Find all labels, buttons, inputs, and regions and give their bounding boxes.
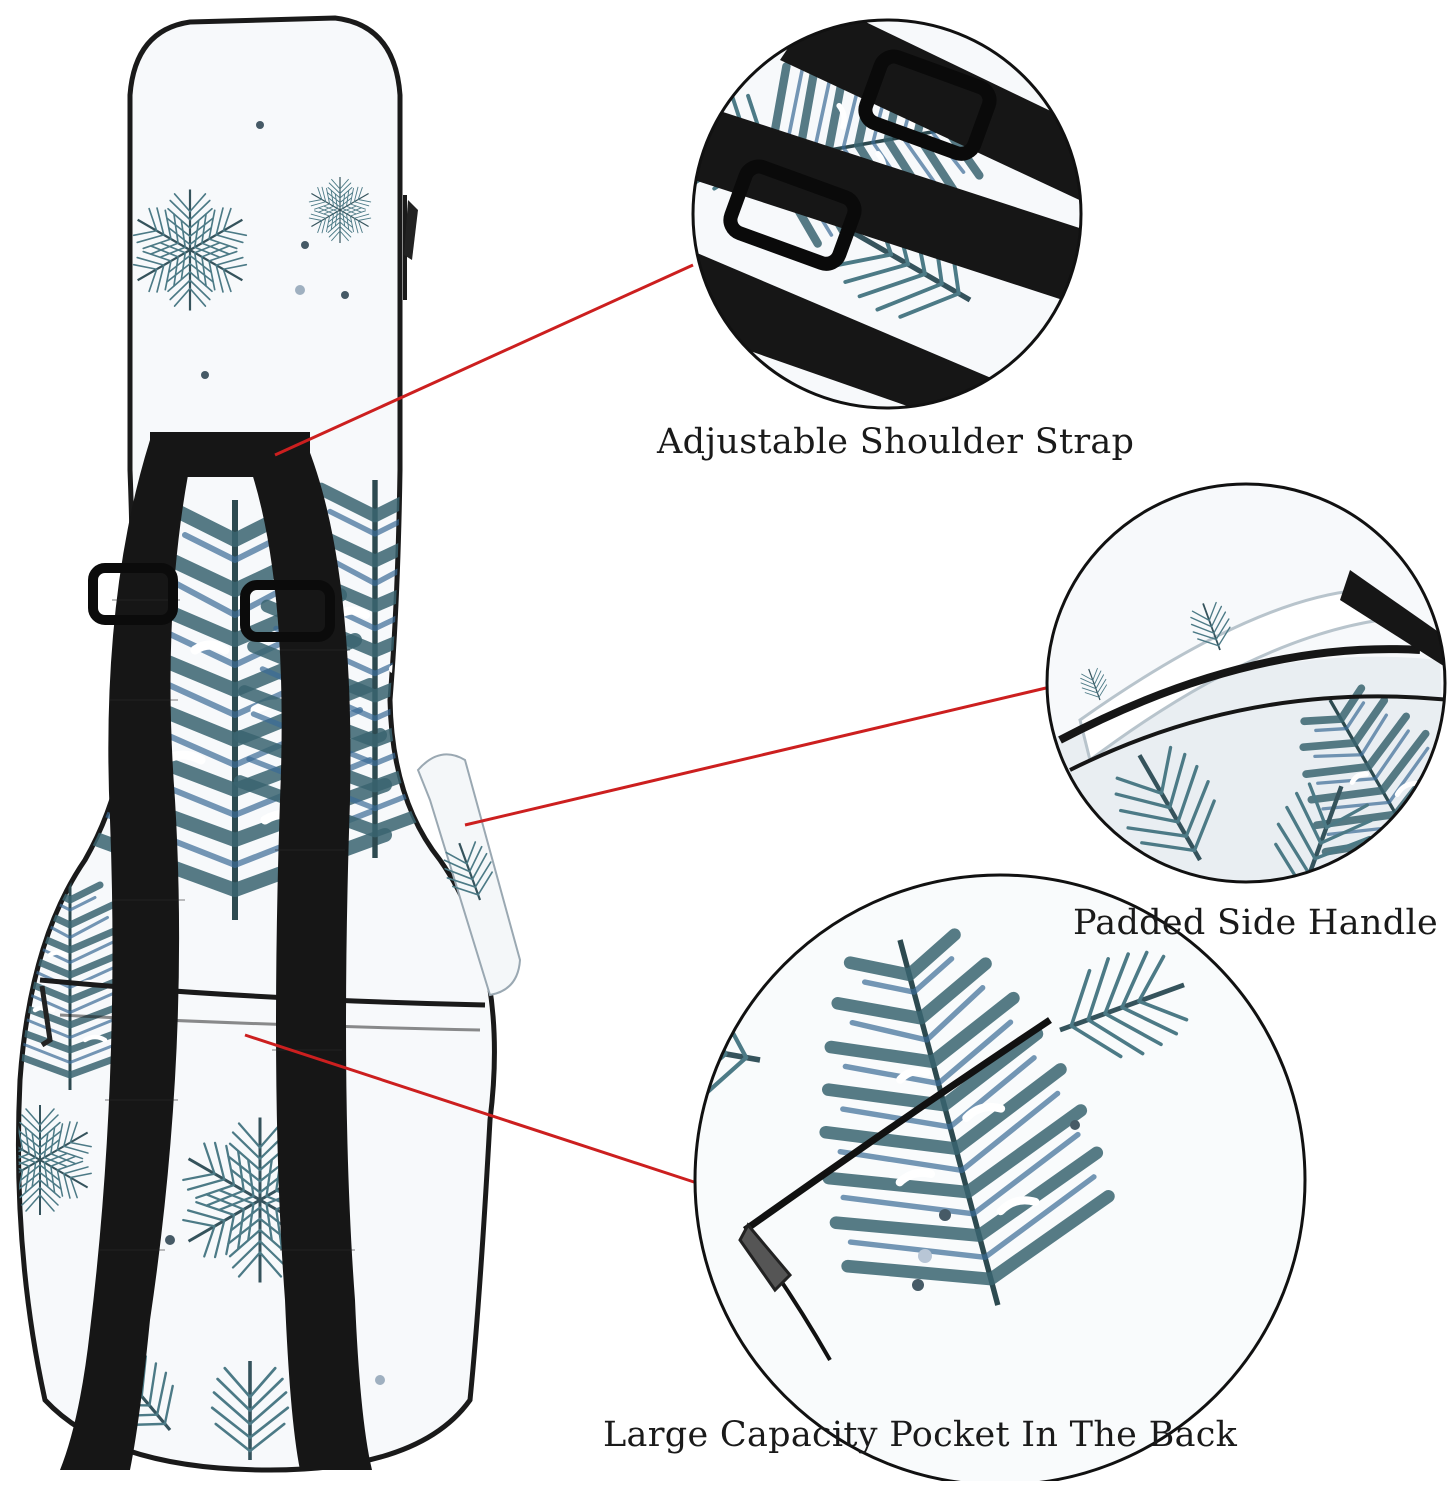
caption-padded-side-handle: Padded Side Handle [1073, 903, 1438, 943]
caption-adjustable-shoulder-strap: Adjustable Shoulder Strap [657, 422, 1135, 462]
zoom-circle-strap [691, 18, 1083, 410]
leader-line-handle [464, 686, 1047, 827]
leader-lines [244, 263, 1047, 1185]
zoom-circle-pocket [693, 873, 1307, 1485]
caption-large-capacity-pocket: Large Capacity Pocket In The Back [603, 1415, 1238, 1455]
leader-line-pocket [244, 1033, 698, 1185]
side-handle [416, 753, 522, 997]
zoom-circle-handle [1045, 482, 1447, 884]
leader-line-strap [274, 263, 694, 457]
shoulder-straps [60, 432, 372, 1470]
gig-bag [15, 15, 497, 1473]
